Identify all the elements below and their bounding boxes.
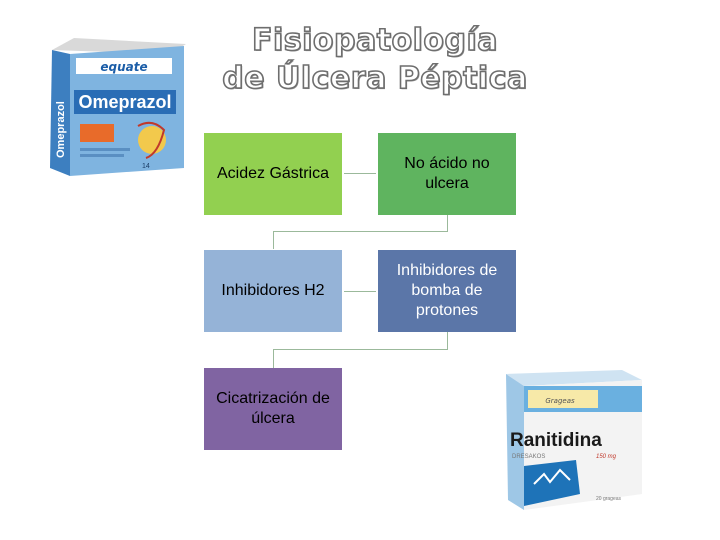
connector-row1-across (273, 231, 448, 232)
node-acidez-gastrica: Acidez Gástrica (204, 133, 342, 215)
connector-acidez-noacido (344, 173, 376, 174)
connector-row2-down-right (447, 332, 448, 349)
node-inhibidores-bomba-protones: Inhibidores de bomba de protones (378, 250, 516, 332)
page-title: Fisiopatología de Úlcera Péptica (215, 22, 535, 98)
node-no-acido-no-ulcera: No ácido no ulcera (378, 133, 516, 215)
node-cicatrizacion-ulcera: Cicatrización de úlcera (204, 368, 342, 450)
omeprazol-product: Omeprazol (78, 92, 171, 112)
omeprazol-side-label: Omeprazol (55, 101, 67, 158)
title-line-2: de Úlcera Péptica (221, 60, 528, 97)
node-inhibidores-h2: Inhibidores H2 (204, 250, 342, 332)
omeprazol-count: 14 (142, 163, 150, 170)
ranitidina-package-image: Grageas Ranitidina DRESAKOS 150 mg 20 gr… (506, 370, 642, 510)
ranitidina-sub: DRESAKOS (512, 454, 545, 460)
omeprazol-brand: equate (100, 60, 147, 74)
connector-row2-down (273, 231, 274, 249)
ranitidina-product: Ranitidina (510, 430, 602, 451)
connector-row2-across (273, 349, 448, 350)
connector-row3-down (273, 349, 274, 368)
connector-row1-down (447, 215, 448, 232)
title-line-1: Fisiopatología (251, 22, 499, 59)
ranitidina-top-label: Grageas (545, 397, 575, 405)
ranitidina-dose: 150 mg (596, 454, 617, 460)
ranitidina-count: 20 grageas (596, 496, 622, 502)
connector-h2-bomba (344, 291, 376, 292)
omeprazol-package-image: equate Omeprazol 14 Omeprazol (50, 38, 186, 176)
